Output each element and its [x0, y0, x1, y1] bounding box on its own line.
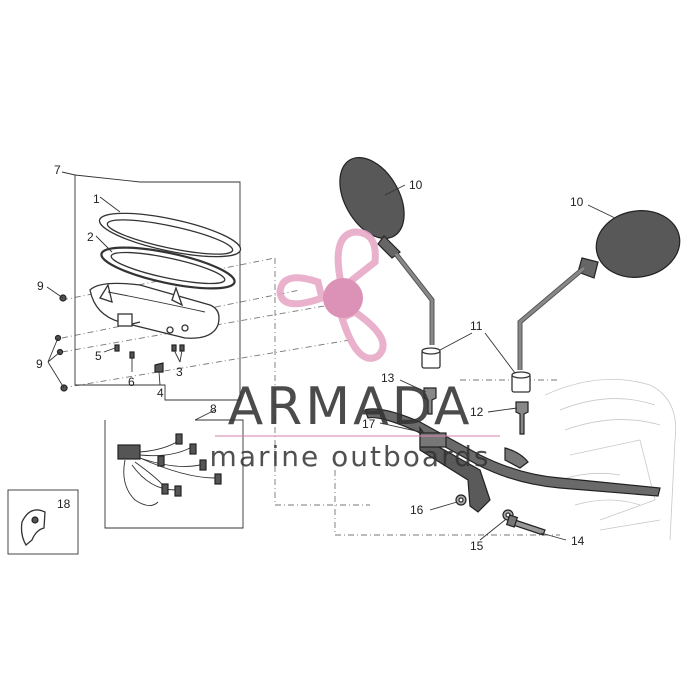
- callout-label: 7: [54, 163, 61, 177]
- callout-label: 6: [128, 375, 135, 389]
- watermark-tagline: marine outboards: [210, 440, 491, 473]
- instrument-lens: [98, 212, 242, 258]
- cluster-group-frame: [74, 174, 241, 401]
- callout-labels: 7 1 2 9 9 5 6 3 4 8 18 10 10 11 13 12 17…: [36, 163, 585, 553]
- spacer-parts: [421, 347, 531, 393]
- callout-label: 9: [36, 357, 43, 371]
- callout-label: 13: [381, 371, 395, 385]
- callout-label: 5: [95, 349, 102, 363]
- right-mirror: [517, 210, 681, 370]
- callout-label: 16: [410, 503, 424, 517]
- left-mirror: [339, 156, 435, 345]
- screw-set: [46, 286, 68, 392]
- wiring-harness-box: [104, 409, 244, 529]
- mirror-adapter-parts: [423, 387, 546, 536]
- propeller-icon: [276, 228, 387, 362]
- callout-label: 8: [210, 402, 217, 416]
- callout-label: 1: [93, 192, 100, 206]
- callout-label: 17: [362, 417, 376, 431]
- callout-label: 3: [176, 365, 183, 379]
- watermark-brand: ARMADA: [228, 377, 473, 437]
- callout-label: 12: [470, 405, 484, 419]
- callout-label: 2: [87, 230, 94, 244]
- callout-label: 14: [571, 534, 585, 548]
- scooter-body-outline: [544, 378, 677, 541]
- callout-label: 10: [570, 195, 584, 209]
- bracket-box: [7, 489, 79, 555]
- bulb-parts: [103, 344, 185, 386]
- instrument-housing: [89, 282, 220, 339]
- leader-lines-right: [95, 184, 616, 541]
- callout-label: 10: [409, 178, 423, 192]
- callout-label: 9: [37, 279, 44, 293]
- callout-label: 15: [470, 539, 484, 553]
- callout-label: 18: [57, 497, 71, 511]
- instrument-gasket: [100, 246, 236, 290]
- callout-label: 11: [470, 319, 483, 333]
- callout-label: 4: [157, 386, 164, 400]
